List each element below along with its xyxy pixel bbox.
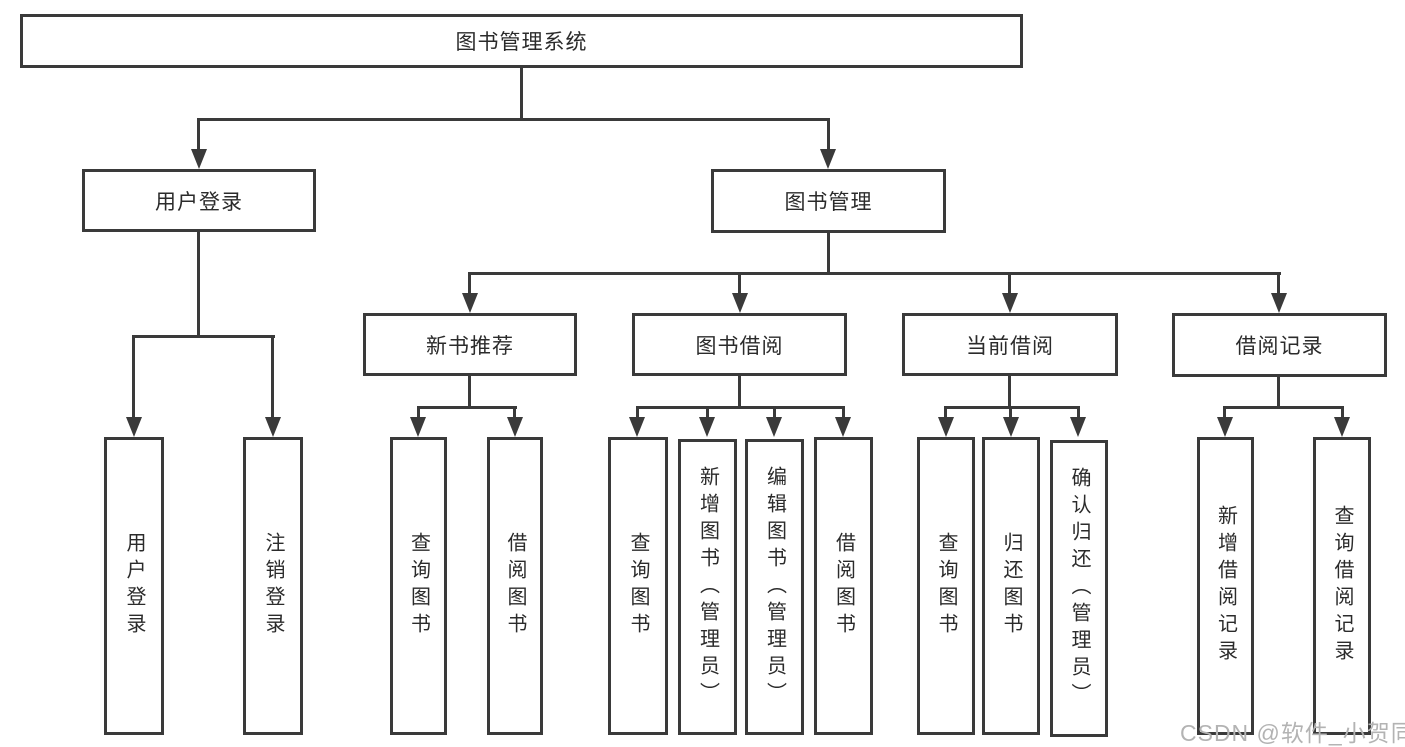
- leaf-return-books: 归还图书: [982, 437, 1040, 735]
- node-new-book-recommend: 新书推荐: [363, 313, 577, 376]
- node-root: 图书管理系统: [20, 14, 1023, 68]
- connector-line: [197, 232, 200, 335]
- arrow-down-icon: [629, 417, 645, 437]
- arrow-down-icon: [766, 417, 782, 437]
- node-root-label: 图书管理系统: [455, 31, 588, 54]
- leaf-recommend-query-books: 查询图书: [390, 437, 447, 735]
- connector-line: [417, 406, 517, 409]
- connector-line: [1277, 272, 1280, 295]
- connector-line: [738, 272, 741, 295]
- leaf-current-query-books-label: 查询图书: [935, 532, 957, 640]
- connector-line: [636, 406, 639, 419]
- connector-line: [132, 335, 135, 419]
- arrow-down-icon: [1002, 293, 1018, 313]
- connector-line: [827, 118, 830, 151]
- connector-line: [636, 406, 845, 409]
- leaf-logout-label: 注销登录: [262, 532, 284, 640]
- leaf-return-books-label: 归还图书: [1000, 532, 1022, 640]
- node-current-borrowing-label: 当前借阅: [966, 334, 1054, 358]
- arrow-down-icon: [1003, 417, 1019, 437]
- connector-line: [417, 406, 420, 419]
- leaf-add-borrow-record: 新增借阅记录: [1197, 437, 1254, 735]
- connector-line: [468, 376, 471, 407]
- leaf-confirm-return-admin-label: 确认归还（管理员）: [1068, 467, 1090, 710]
- connector-line: [827, 233, 830, 272]
- node-book-borrowing: 图书借阅: [632, 313, 847, 376]
- arrow-down-icon: [1334, 417, 1350, 437]
- leaf-logout: 注销登录: [243, 437, 303, 735]
- connector-line: [1341, 406, 1344, 419]
- csdn-watermark: CSDN @软件_小贺同学: [1180, 720, 1405, 746]
- connector-line: [197, 118, 200, 151]
- leaf-edit-books-admin-label: 编辑图书（管理员）: [763, 465, 786, 709]
- leaf-borrowing-query-books: 查询图书: [608, 437, 668, 735]
- leaf-borrowing-borrow-books: 借阅图书: [814, 437, 873, 735]
- connector-line: [1009, 406, 1012, 419]
- connector-line: [1223, 406, 1344, 409]
- arrow-down-icon: [938, 417, 954, 437]
- connector-line: [1008, 376, 1011, 407]
- connector-line: [1008, 272, 1011, 295]
- arrow-down-icon: [699, 417, 715, 437]
- connector-line: [773, 406, 776, 419]
- leaf-recommend-borrow-books: 借阅图书: [487, 437, 543, 735]
- node-user-login: 用户登录: [82, 169, 316, 232]
- connector-line: [520, 68, 523, 118]
- connector-line: [944, 406, 1080, 409]
- arrow-down-icon: [462, 293, 478, 313]
- leaf-query-borrow-record: 查询借阅记录: [1313, 437, 1371, 735]
- connector-line: [271, 335, 274, 419]
- node-new-book-recommend-label: 新书推荐: [426, 334, 514, 358]
- arrow-down-icon: [265, 417, 281, 437]
- arrow-down-icon: [410, 417, 426, 437]
- leaf-edit-books-admin: 编辑图书（管理员）: [745, 439, 804, 735]
- arrow-down-icon: [732, 293, 748, 313]
- node-book-management-label: 图书管理: [784, 191, 873, 214]
- leaf-add-books-admin: 新增图书（管理员）: [678, 439, 737, 735]
- node-borrow-records-label: 借阅记录: [1235, 335, 1324, 358]
- connector-line: [132, 335, 275, 338]
- leaf-add-books-admin-label: 新增图书（管理员）: [696, 465, 719, 709]
- leaf-recommend-query-books-label: 查询图书: [407, 532, 430, 640]
- leaf-current-query-books: 查询图书: [917, 437, 975, 735]
- leaf-add-borrow-record-label: 新增借阅记录: [1214, 505, 1237, 667]
- connector-line: [197, 118, 830, 121]
- connector-line: [944, 406, 947, 419]
- connector-line: [468, 272, 1281, 275]
- node-user-login-label: 用户登录: [155, 190, 243, 214]
- connector-line: [1077, 406, 1080, 419]
- node-borrow-records: 借阅记录: [1172, 313, 1387, 377]
- arrow-down-icon: [1217, 417, 1233, 437]
- connector-line: [1277, 377, 1280, 407]
- arrow-down-icon: [1271, 293, 1287, 313]
- connector-line: [842, 406, 845, 419]
- leaf-query-borrow-record-label: 查询借阅记录: [1331, 505, 1353, 667]
- connector-line: [706, 406, 709, 419]
- node-book-management: 图书管理: [711, 169, 946, 233]
- node-book-borrowing-label: 图书借阅: [695, 334, 784, 358]
- leaf-borrowing-borrow-books-label: 借阅图书: [832, 532, 855, 640]
- leaf-user-login: 用户登录: [104, 437, 164, 735]
- arrow-down-icon: [126, 417, 142, 437]
- connector-line: [468, 272, 471, 295]
- arrow-down-icon: [191, 149, 207, 169]
- arrow-down-icon: [1070, 417, 1086, 437]
- node-current-borrowing: 当前借阅: [902, 313, 1118, 376]
- arrow-down-icon: [835, 417, 851, 437]
- leaf-user-login-label: 用户登录: [123, 532, 145, 640]
- connector-line: [738, 376, 741, 407]
- arrow-down-icon: [820, 149, 836, 169]
- arrow-down-icon: [507, 417, 523, 437]
- leaf-borrowing-query-books-label: 查询图书: [627, 532, 649, 640]
- leaf-confirm-return-admin: 确认归还（管理员）: [1050, 440, 1108, 737]
- leaf-recommend-borrow-books-label: 借阅图书: [504, 532, 526, 640]
- connector-line: [513, 406, 516, 419]
- connector-line: [1223, 406, 1226, 419]
